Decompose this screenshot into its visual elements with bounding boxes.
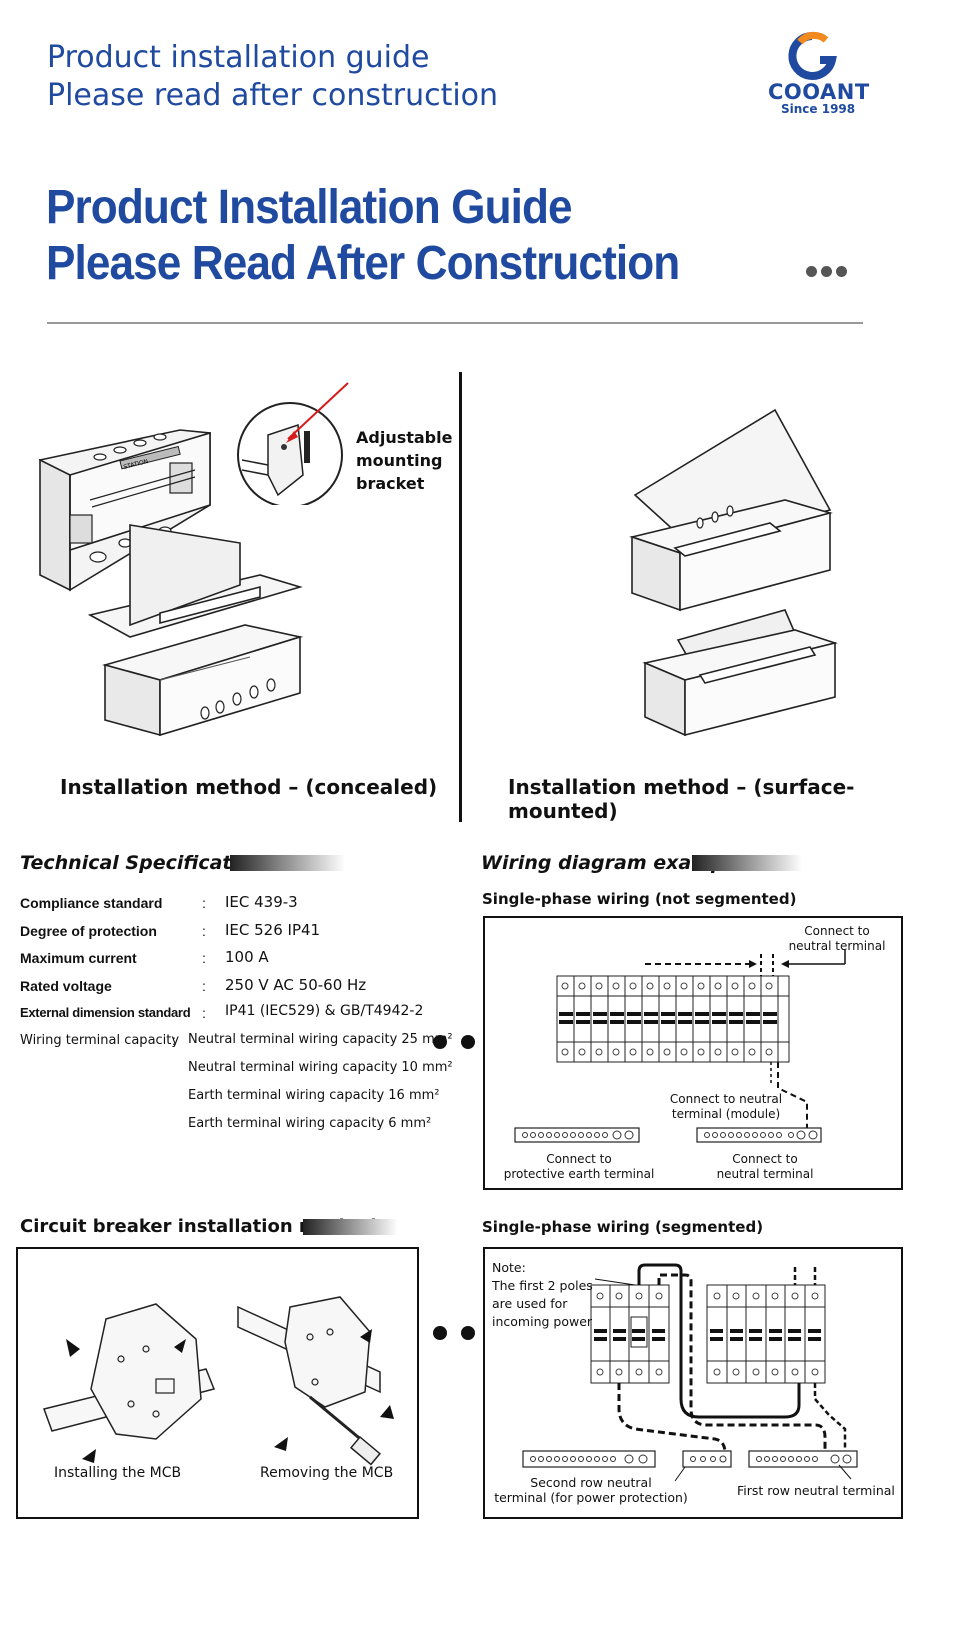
page-title-line-2: Please Read After Construction	[46, 237, 680, 290]
spec-value: 100 A	[225, 948, 269, 966]
note-line-4: incoming power	[492, 1314, 593, 1329]
bracket-callout-line-3: bracket	[356, 474, 425, 493]
connect-neutral-line-2: neutral terminal	[788, 939, 886, 953]
neutral-terminal-line-2: neutral terminal	[716, 1167, 814, 1181]
spec-value: IEC 526 IP41	[225, 921, 321, 939]
second-row-line-1: Second row neutral	[530, 1475, 652, 1490]
connect-module-label: Connect to neutral terminal (module)	[661, 1092, 791, 1122]
first-row-neutral-label: First row neutral terminal	[737, 1483, 895, 1498]
removing-mcb-illustration	[237, 1296, 394, 1466]
logo-since: Since 1998	[781, 102, 856, 116]
spec-label: Rated voltage	[20, 978, 112, 994]
breaker-install-panel: Installing the MCB Removing the MCB	[16, 1247, 419, 1519]
header-line-2: Please read after construction	[47, 78, 499, 113]
note-line-3: are used for	[492, 1296, 568, 1311]
installing-mcb-caption: Installing the MCB	[54, 1465, 182, 1481]
installing-mcb-illustration	[43, 1303, 216, 1463]
spec-colon: :	[202, 923, 206, 939]
spec-value: IP41 (IEC529) & GB/T4942-2	[225, 1003, 424, 1019]
surface-mounted-box-illustration	[629, 408, 838, 737]
bracket-callout: Adjustable mounting bracket	[356, 426, 452, 495]
pe-terminal-label: Connect to protective earth terminal	[499, 1152, 659, 1182]
spec-colon: :	[172, 1032, 176, 1048]
header-line-1: Product installation guide	[47, 40, 430, 75]
concealed-box-illustration: STATION	[38, 429, 304, 737]
connect-module-line-2: terminal (module)	[671, 1107, 781, 1121]
specs-title-bar	[230, 855, 345, 871]
note-line-1: Note:	[492, 1260, 526, 1275]
cooant-logo-icon	[788, 31, 837, 80]
spec-colon: :	[202, 978, 206, 994]
wiring-not-segmented-diagram: Connect to neutral terminal Connect to n…	[483, 916, 903, 1190]
segmented-note: Note: The first 2 poles are used for inc…	[492, 1259, 593, 1331]
wiring-segmented-diagram: Note: The first 2 poles are used for inc…	[483, 1247, 903, 1519]
specs-title: Technical Specifications	[20, 852, 276, 874]
wiring-segmented-title: Single-phase wiring (segmented)	[482, 1218, 764, 1236]
spec-value: Neutral terminal wiring capacity 10 mm²	[188, 1060, 453, 1075]
second-row-line-2: terminal (for power protection)	[494, 1490, 688, 1505]
pe-terminal-line-2: protective earth terminal	[503, 1167, 655, 1181]
neutral-terminal-line-1: Connect to	[732, 1152, 798, 1166]
spec-value: 250 V AC 50-60 Hz	[225, 976, 367, 994]
connect-neutral-line-1: Connect to	[804, 924, 870, 938]
spec-colon: :	[202, 1005, 206, 1021]
bracket-callout-line-1: Adjustable	[356, 428, 453, 447]
spec-label: Wiring terminal capacity	[20, 1033, 180, 1048]
spec-value: Earth terminal wiring capacity 16 mm²	[188, 1088, 440, 1103]
logo-name: COOANT	[768, 80, 870, 104]
concealed-method-label: Installation method – (concealed)	[60, 775, 438, 799]
cooant-logo: COOANT Since 1998	[760, 30, 870, 120]
connect-module-line-1: Connect to neutral	[669, 1092, 783, 1106]
breaker-row-segmented	[522, 1263, 858, 1482]
wiring-title: Wiring diagram example	[481, 852, 744, 874]
neutral-terminal-label: Connect to neutral terminal	[685, 1152, 845, 1182]
bracket-zoom-circle	[237, 382, 349, 505]
spec-label: Degree of protection	[20, 923, 157, 939]
spec-label: Maximum current	[20, 950, 137, 966]
installation-divider	[459, 372, 462, 822]
connect-neutral-label: Connect to neutral terminal	[775, 924, 899, 954]
pe-terminal-line-1: Connect to	[546, 1152, 612, 1166]
title-divider	[47, 322, 863, 324]
wiring-title-bar	[692, 855, 802, 871]
spec-label: External dimension standard	[20, 1005, 191, 1020]
breaker-row-not-segmented	[514, 950, 846, 1143]
breaker-title-bar	[303, 1219, 398, 1235]
second-row-neutral-label: Second row neutral terminal (for power p…	[491, 1475, 691, 1505]
spec-value: Earth terminal wiring capacity 6 mm²	[188, 1116, 432, 1131]
spec-colon: :	[202, 895, 206, 911]
page-title-line-1: Product Installation Guide	[46, 181, 573, 234]
spec-colon: :	[202, 950, 206, 966]
spec-value: Neutral terminal wiring capacity 25 mm²	[188, 1032, 453, 1047]
note-line-2: The first 2 poles	[492, 1278, 593, 1293]
removing-mcb-caption: Removing the MCB	[260, 1465, 394, 1481]
spec-label: Compliance standard	[20, 895, 163, 911]
breaker-title: Circuit breaker installation method	[20, 1216, 377, 1237]
spec-value: IEC 439-3	[225, 893, 298, 911]
wiring-not-segmented-title: Single-phase wiring (not segmented)	[482, 890, 797, 908]
bracket-callout-line-2: mounting	[356, 451, 443, 470]
surface-method-label: Installation method – (surface-mounted)	[508, 775, 855, 823]
